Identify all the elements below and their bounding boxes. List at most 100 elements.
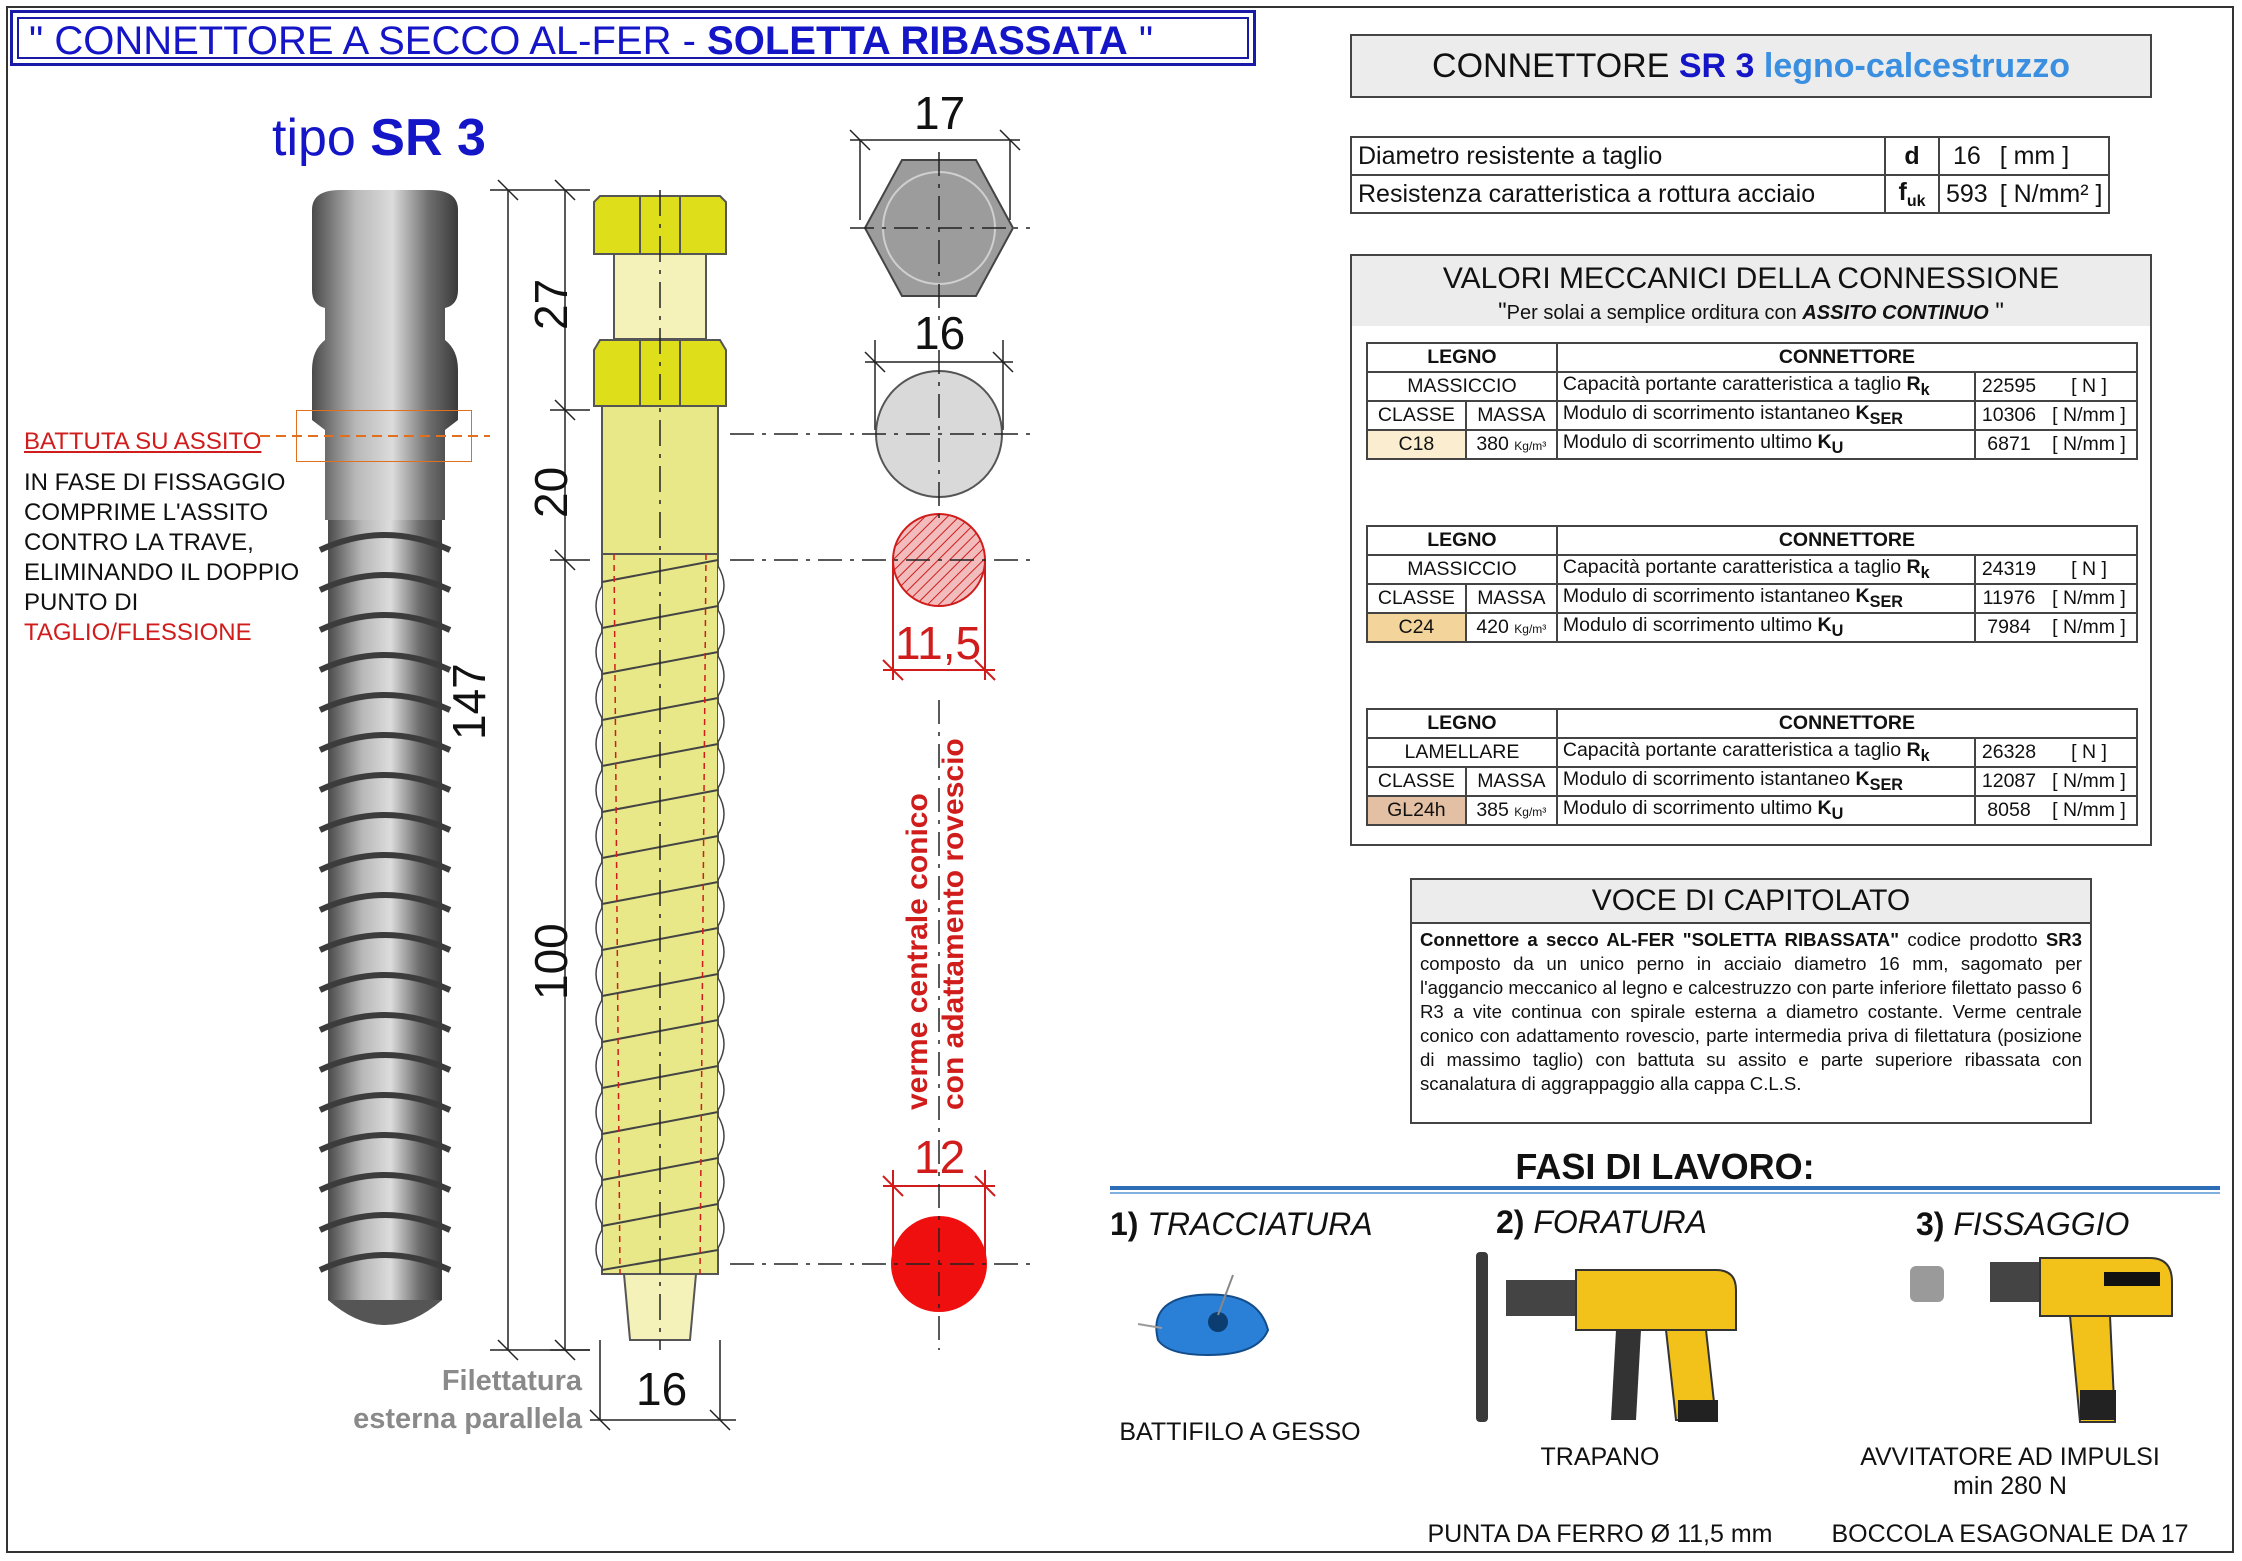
ku-unit: [ N/mm ] [2042, 612, 2138, 643]
title-part1: " CONNETTORE A SECCO AL-FER - [29, 19, 708, 63]
row-kser-label: Modulo di scorrimento istantaneo KSER [1555, 583, 1977, 614]
callout-line: COMPRIME L'ASSITO [24, 499, 269, 526]
chalk-line-icon [1137, 1274, 1270, 1357]
massa-number: 420 [1476, 616, 1509, 638]
rk-sub: k [1920, 746, 1930, 765]
battuta-label: BATTUTA SU ASSITO [24, 428, 262, 455]
step-name: FISSAGGIO [1953, 1206, 2130, 1242]
battuta-dash [260, 435, 490, 437]
vertical-label-line1: verme centrale conico [901, 793, 934, 1110]
dim-thread: 100 [525, 923, 577, 1000]
ku-sub: U [1831, 438, 1844, 457]
dimension-lines [490, 179, 590, 1361]
ku-sub: U [1831, 621, 1844, 640]
dim-total: 147 [443, 663, 495, 740]
rk-symbol: R [1906, 373, 1921, 396]
values-panel-title: VALORI MECCANICI DELLA CONNESSIONE [1442, 262, 2060, 295]
fasi-divider-light [1110, 1192, 2220, 1194]
dim-core-bottom: 12 [914, 1131, 966, 1183]
ku-unit: [ N/mm ] [2042, 429, 2138, 460]
page-title: " CONNETTORE A SECCO AL-FER - SOLETTA RI… [10, 10, 1256, 66]
massa-value: 420 Kg/m³ [1464, 612, 1558, 643]
massa-unit: Kg/m³ [1514, 622, 1547, 636]
quote-close: " [1988, 298, 2004, 325]
page-frame [6, 6, 2234, 1553]
classe-value: C24 [1366, 612, 1467, 643]
massa-value: 385 Kg/m³ [1464, 795, 1558, 826]
spec-symbol: d [1884, 136, 1940, 176]
kser-text: Modulo di scorrimento istantaneo [1562, 768, 1856, 791]
values-panel [1350, 254, 2152, 846]
callout-line: CONTRO LA TRAVE, [24, 529, 254, 556]
row-rk-label: Capacità portante caratteristica a tagli… [1555, 737, 1977, 768]
spec-unit: [ N/mm² ] [1993, 174, 2111, 214]
step-name: TRACCIATURA [1147, 1206, 1373, 1242]
classe-value: C18 [1366, 429, 1467, 460]
screw-photo [312, 190, 458, 1325]
step-1: 1) TRACCIATURA [1110, 1206, 1373, 1243]
subtitle-bold: ASSITO CONTINUO [1802, 302, 1989, 324]
vertical-label: verme centrale conico con adattamento ro… [900, 738, 972, 1110]
connector-prefix: CONNETTORE [1432, 47, 1679, 85]
tool-extra-3: BOCCOLA ESAGONALE DA 17 [1831, 1520, 2189, 1548]
quote-open: " [1498, 298, 1507, 325]
kser-sub: SER [1869, 775, 1904, 794]
kser-value: 12087 [1974, 766, 2042, 797]
spec-value: 16 [1938, 136, 1994, 176]
col-classe: CLASSE [1366, 400, 1467, 431]
row-kser-label: Modulo di scorrimento istantaneo KSER [1555, 766, 1977, 797]
ku-value: 7984 [1974, 612, 2042, 643]
dim-shank: 20 [525, 466, 577, 518]
subtitle-text: Per solai a semplice orditura con [1506, 302, 1803, 324]
row-ku-label: Modulo di scorrimento ultimo KU [1555, 612, 1977, 643]
rk-value: 22595 [1974, 371, 2042, 402]
spec-symbol: fuk [1884, 174, 1940, 214]
step-num: 2) [1496, 1204, 1525, 1240]
rk-text: Capacità portante caratteristica a tagli… [1562, 739, 1907, 762]
callout-taglio: TAGLIO/FLESSIONE [24, 619, 252, 646]
voce-bold1: Connettore a secco AL-FER "SOLETTA RIBAS… [1420, 929, 1900, 950]
bottom-dim [589, 1340, 736, 1431]
col-massa: MASSA [1464, 766, 1558, 797]
col-classe: CLASSE [1366, 766, 1467, 797]
connector-material: legno-calcestruzzo [1754, 47, 2070, 85]
tool-label-3-line2: min 280 N [1953, 1472, 2067, 1500]
screw-drawing [593, 190, 727, 1350]
row-rk-label: Capacità portante caratteristica a tagli… [1555, 554, 1977, 585]
spec-label: Resistenza caratteristica a rottura acci… [1350, 174, 1886, 214]
spec-row: Resistenza caratteristica a rottura acci… [1350, 174, 2111, 214]
ku-unit: [ N/mm ] [2042, 795, 2138, 826]
thread-label-line1: Filettatura [441, 1365, 582, 1397]
spec-row: Diametro resistente a taglio d 16 [ mm ] [1350, 136, 2111, 176]
rk-sub: k [1920, 380, 1930, 399]
callout-text: IN FASE DI FISSAGGIO COMPRIME L'ASSITO C… [24, 468, 299, 648]
fasi-divider [1110, 1186, 2220, 1190]
ku-value: 6871 [1974, 429, 2042, 460]
voce-bold2: SR3 [2045, 929, 2083, 950]
vertical-label-line2: con adattamento rovescio [937, 738, 970, 1110]
step-num: 3) [1916, 1206, 1945, 1242]
row-ku-label: Modulo di scorrimento ultimo KU [1555, 429, 1977, 460]
spec-symbol-sub: uk [1906, 192, 1926, 210]
spec-symbol-main: f [1898, 177, 1907, 206]
values-panel-header: VALORI MECCANICI DELLA CONNESSIONE "Per … [1352, 256, 2150, 326]
head-legno: LEGNO [1366, 708, 1558, 739]
callout-line: IN FASE DI FISSAGGIO [24, 469, 286, 496]
kser-value: 11976 [1974, 583, 2042, 614]
tipo-legno: LAMELLARE [1366, 737, 1558, 768]
kser-unit: [ N/mm ] [2042, 400, 2138, 431]
kser-unit: [ N/mm ] [2042, 583, 2138, 614]
tool-label-3-line1: AVVITATORE AD IMPULSI [1860, 1443, 2160, 1471]
tool-label-3: AVVITATORE AD IMPULSI min 280 N [1840, 1443, 2180, 1501]
ku-text: Modulo di scorrimento ultimo [1562, 431, 1818, 454]
massa-unit: Kg/m³ [1514, 805, 1547, 819]
values-panel-subtitle: "Per solai a semplice orditura con ASSIT… [1352, 298, 2150, 326]
ku-value: 8058 [1974, 795, 2042, 826]
kser-symbol: K [1855, 402, 1870, 425]
spec-label: Diametro resistente a taglio [1350, 136, 1886, 176]
tool-extra-2: PUNTA DA FERRO Ø 11,5 mm [1427, 1520, 1773, 1548]
cross-sections [730, 129, 1030, 1350]
